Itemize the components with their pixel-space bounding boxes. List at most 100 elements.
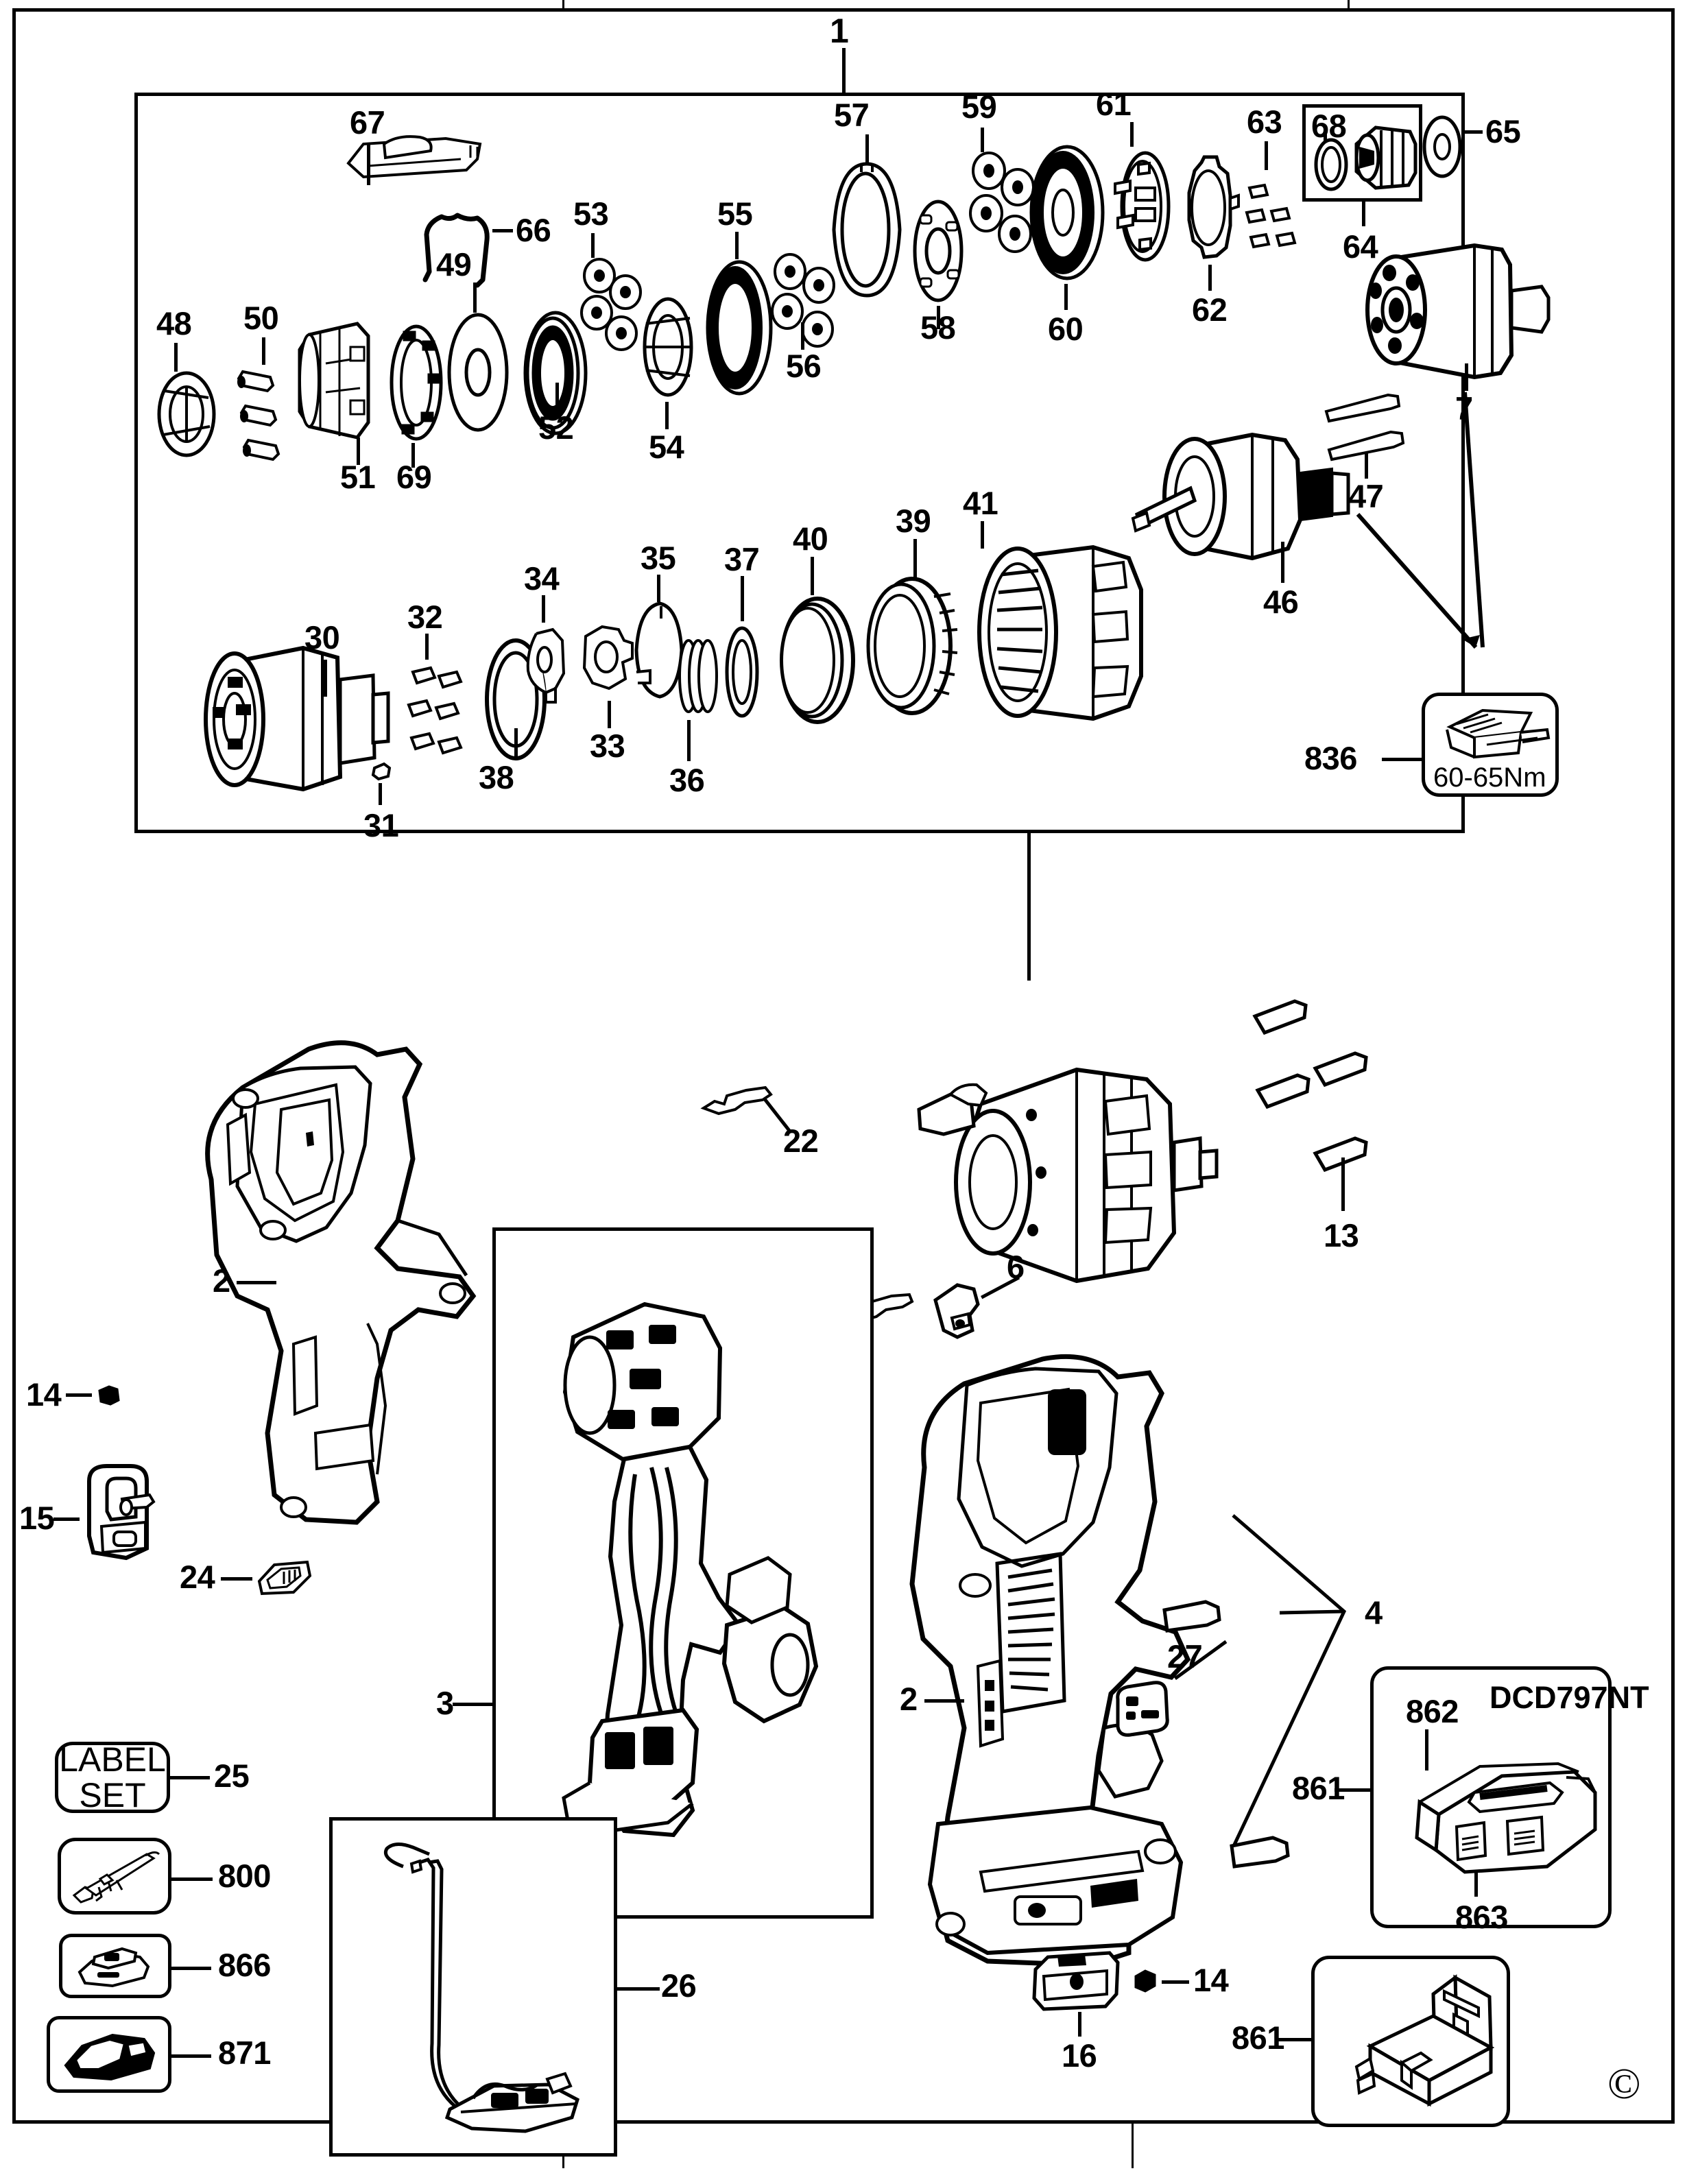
leader-31 [379,783,382,805]
callout-25: 25 [214,1757,250,1794]
leader-35 [657,575,660,602]
part-32-art [403,651,486,775]
leader-53 [591,233,595,258]
callout-65: 65 [1485,113,1521,149]
callout-39: 39 [896,503,931,539]
callout-1: 1 [830,12,849,50]
part-2b-art [885,1344,1200,1982]
leader-55 [735,232,739,259]
part-33-art [576,617,642,699]
leader-48 [174,343,178,372]
leader-56 [801,322,804,350]
callout-863: 863 [1455,1899,1508,1935]
part-14a-art [93,1382,127,1410]
part-68-art [1312,137,1350,192]
model-code-label: DCD797NT [1489,1680,1649,1715]
part-27-art [1111,1680,1173,1738]
part-50-art [233,355,309,465]
callout-63: 63 [1247,104,1282,140]
part-31-art [370,761,394,783]
part-64-art [1350,122,1418,194]
part-7-art [1365,240,1570,384]
leader-862 [1425,1729,1428,1771]
leader-65 [1463,130,1483,134]
leader-to-lower-assembly [1027,833,1031,981]
part-52-art [516,310,591,437]
part-47-art [1322,385,1415,468]
callout-50: 50 [243,300,279,336]
callout-31: 31 [363,807,399,843]
part-37-art [721,624,763,720]
callout-62: 62 [1192,291,1228,328]
callout-64: 64 [1343,228,1378,265]
leader-38 [514,728,518,758]
part-65-art [1421,115,1463,178]
leader-57 [865,134,869,163]
callout-27: 27 [1167,1638,1203,1675]
leader-47 [1365,453,1368,479]
leader-69 [411,443,415,468]
leader-16 [1078,2012,1081,2037]
leader-60 [1064,284,1068,310]
callout-24: 24 [180,1559,215,1595]
callout-37: 37 [724,541,760,577]
part-26-art [370,1838,590,2139]
leader-866 [171,1967,211,1970]
leader-26 [617,1987,660,1991]
label-set-line1: LABEL [59,1740,166,1779]
page-frame-left [12,8,16,2120]
part-49-art [442,312,514,432]
callout-16: 16 [1062,2037,1097,2074]
callout-51: 51 [340,459,376,495]
part-34-art [520,621,576,707]
leader-58 [937,306,940,329]
callout-55: 55 [717,195,753,232]
leader-861b [1276,2038,1313,2041]
callout-6: 6 [1007,1249,1025,1285]
leader-51 [357,437,360,465]
callout-47: 47 [1348,478,1384,514]
callout-26: 26 [661,1967,697,2004]
part-2a-art [171,1022,487,1529]
callout-14a: 14 [26,1376,62,1413]
callout-49: 49 [436,246,472,283]
part-53-art [576,254,651,370]
leader-7 [1465,363,1468,391]
leader-61 [1130,122,1134,147]
callout-68: 68 [1311,108,1347,144]
callout-56: 56 [786,348,822,384]
part-63-art [1244,171,1333,254]
part-39-art [863,576,959,717]
callout-57: 57 [834,97,870,133]
callout-866: 866 [218,1947,271,1983]
callout-53: 53 [573,195,609,232]
leader-24 [221,1577,252,1581]
callout-38: 38 [479,759,514,795]
leader-52 [555,383,559,416]
callout-871: 871 [218,2035,271,2071]
callout-862: 862 [1406,1693,1459,1729]
leader-68 [1324,132,1327,145]
page-frame-bottom [12,2120,1675,2124]
callout-52: 52 [538,409,574,446]
callout-60: 60 [1048,311,1084,347]
part-56-art [767,247,844,374]
leader-50 [262,337,265,365]
leader-30 [324,660,327,697]
part-54-art [636,296,699,399]
callout-15: 15 [19,1500,55,1536]
callout-41: 41 [963,485,998,521]
part-22-art-upper [699,1083,782,1118]
callout-30: 30 [304,619,340,656]
page-frame-right [1671,8,1675,2120]
callout-836: 836 [1304,740,1357,776]
part-66-art [420,206,495,291]
callout-35: 35 [641,540,676,576]
part-69-art [381,321,449,444]
callout-2a: 2 [213,1262,230,1299]
callout-59: 59 [961,88,997,125]
leader-66 [492,229,513,232]
part-57-art [828,161,905,298]
part-836-art [1435,702,1551,763]
